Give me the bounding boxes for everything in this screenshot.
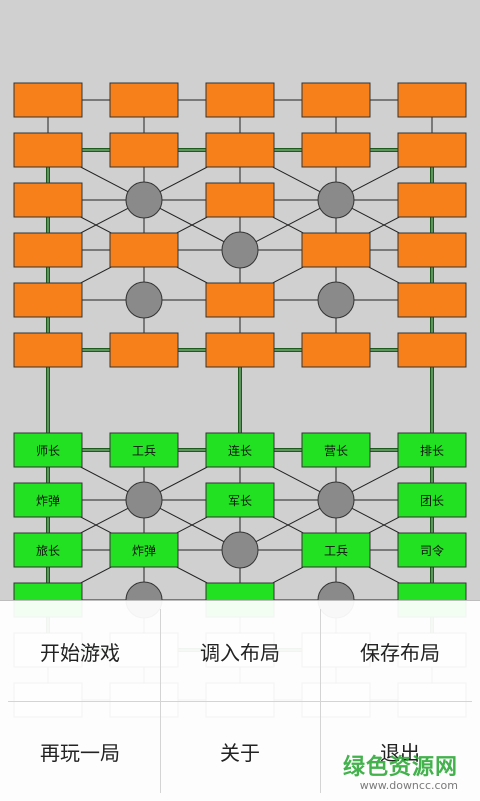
play-again-button[interactable]: 再玩一局 (40, 740, 120, 765)
player-piece[interactable] (397, 532, 467, 568)
camp-circle[interactable] (317, 281, 355, 319)
enemy-piece[interactable] (301, 332, 371, 368)
enemy-piece[interactable] (397, 132, 467, 168)
piece-label: 师长 (36, 444, 60, 458)
enemy-piece[interactable] (13, 82, 83, 118)
enemy-piece[interactable] (205, 332, 275, 368)
start-game-button[interactable]: 开始游戏 (40, 640, 120, 665)
player-piece[interactable] (205, 482, 275, 518)
enemy-piece[interactable] (109, 332, 179, 368)
enemy-piece[interactable] (397, 182, 467, 218)
save-layout-button[interactable]: 保存布局 (360, 640, 440, 665)
player-piece[interactable] (13, 432, 83, 468)
player-piece[interactable] (205, 432, 275, 468)
piece-label: 工兵 (324, 544, 348, 558)
camp-circle[interactable] (317, 481, 355, 519)
watermark: 绿色资源网 www.downcc.com (343, 749, 458, 792)
menu-divider (8, 701, 472, 702)
enemy-piece[interactable] (301, 232, 371, 268)
piece-label: 营长 (324, 444, 348, 458)
player-piece[interactable] (13, 532, 83, 568)
enemy-piece[interactable] (205, 182, 275, 218)
about-button[interactable]: 关于 (220, 740, 260, 765)
piece-label: 连长 (228, 443, 252, 458)
piece-label: 团长 (420, 494, 444, 508)
camp-circle[interactable] (317, 181, 355, 219)
watermark-url: www.downcc.com (359, 779, 458, 792)
camp-circle[interactable] (125, 181, 163, 219)
player-piece[interactable] (301, 432, 371, 468)
camp-circle[interactable] (221, 531, 259, 569)
player-piece[interactable] (397, 482, 467, 518)
piece-label: 司令 (420, 543, 444, 558)
piece-label: 旅长 (36, 544, 60, 558)
player-piece[interactable] (13, 482, 83, 518)
camp-circle[interactable] (125, 281, 163, 319)
enemy-piece[interactable] (397, 332, 467, 368)
enemy-piece[interactable] (13, 182, 83, 218)
enemy-piece[interactable] (397, 282, 467, 318)
piece-label: 炸弹 (132, 544, 156, 558)
enemy-piece[interactable] (109, 132, 179, 168)
piece-label: 军长 (228, 494, 252, 508)
enemy-piece[interactable] (397, 232, 467, 268)
enemy-piece[interactable] (301, 82, 371, 118)
enemy-piece[interactable] (301, 132, 371, 168)
piece-label: 炸弹 (36, 494, 60, 508)
camp-circle[interactable] (221, 231, 259, 269)
piece-label: 工兵 (132, 444, 156, 458)
enemy-piece[interactable] (397, 82, 467, 118)
load-layout-button[interactable]: 调入布局 (200, 640, 280, 665)
player-piece[interactable] (109, 532, 179, 568)
enemy-piece[interactable] (13, 282, 83, 318)
options-menu: 开始游戏 调入布局 保存布局 再玩一局 关于 退出 (0, 600, 480, 801)
enemy-piece[interactable] (13, 232, 83, 268)
camp-circle[interactable] (125, 481, 163, 519)
enemy-piece[interactable] (205, 132, 275, 168)
exit-button[interactable]: 退出 (380, 740, 420, 765)
player-piece[interactable] (397, 432, 467, 468)
enemy-piece[interactable] (13, 132, 83, 168)
enemy-piece[interactable] (109, 82, 179, 118)
enemy-piece[interactable] (109, 232, 179, 268)
enemy-piece[interactable] (205, 82, 275, 118)
player-piece[interactable] (301, 532, 371, 568)
player-piece[interactable] (109, 432, 179, 468)
enemy-piece[interactable] (205, 282, 275, 318)
enemy-piece[interactable] (13, 332, 83, 368)
watermark-title: 绿色资源网 (342, 755, 458, 780)
piece-label: 排长 (420, 444, 444, 458)
